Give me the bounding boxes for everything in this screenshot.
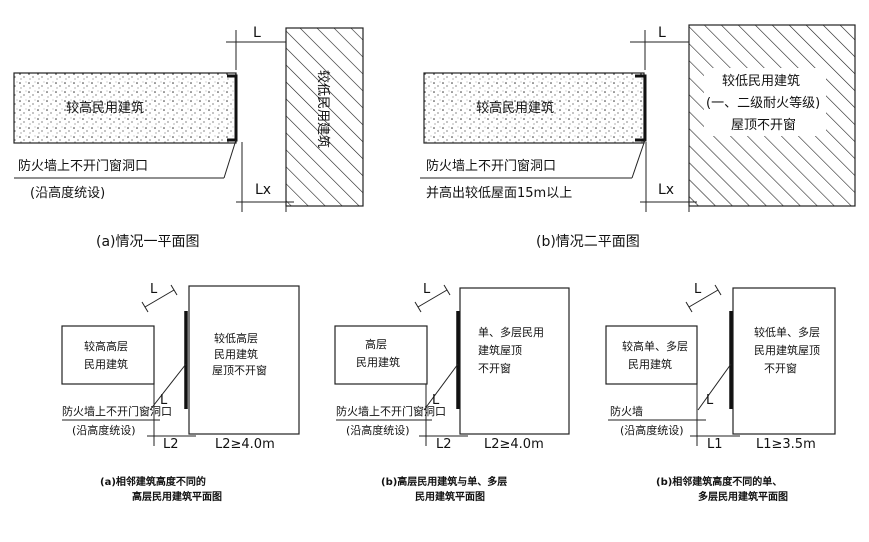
fire-wall <box>635 74 647 142</box>
label-L: L <box>658 25 666 41</box>
label-L-top: L <box>423 282 431 297</box>
building-low-label-2: (一、二级耐火等级) <box>706 95 820 111</box>
left-building-label-2: 民用建筑 <box>84 357 128 371</box>
label-Lx: Lx <box>255 182 271 198</box>
left-building <box>334 325 428 385</box>
caption-2: 高层民用建筑平面图 <box>132 490 222 503</box>
right-building-label-3: 不开窗 <box>764 361 797 375</box>
left-building <box>61 325 155 385</box>
right-building-label-2: 民用建筑 <box>214 347 258 361</box>
note-line-2: (沿高度统设) <box>72 423 136 437</box>
caption-2: 多层民用建筑平面图 <box>698 490 788 503</box>
label-L2: L2 <box>163 437 179 452</box>
note-line-2: (沿高度统设) <box>30 185 105 201</box>
right-building-label-2: 建筑屋顶 <box>478 343 522 357</box>
caption-1: (b)相邻建筑高度不同的单、 <box>656 475 782 488</box>
caption-1: (a)相邻建筑高度不同的 <box>100 475 206 488</box>
right-building <box>459 287 570 435</box>
right-building-label-1: 较低高层 <box>214 331 258 345</box>
label-L-lower: L <box>706 393 714 408</box>
panel-bottom-c: 较高单、多层 民用建筑 较低单、多层 民用建筑屋顶 不开窗 L L 防火墙 (沿… <box>605 282 836 503</box>
panel-bottom-b: 高层 民用建筑 单、多层民用 建筑屋顶 不开窗 L L 防火墙上不开门窗洞口 (… <box>334 282 570 503</box>
panel-bottom-a: 较高高层 民用建筑 较低高层 民用建筑 屋顶不开窗 L L 防火墙上不开门窗洞口… <box>61 282 300 503</box>
left-building-label-1: 较高单、多层 <box>622 339 688 353</box>
spec: L2≥4.0m <box>484 437 544 452</box>
right-building-label-1: 较低单、多层 <box>754 325 820 339</box>
right-building-label-3: 屋顶不开窗 <box>212 363 267 377</box>
left-building-label-1: 高层 <box>365 337 387 351</box>
label-L-lower: L <box>432 393 440 408</box>
left-building-label-1: 较高高层 <box>84 339 128 353</box>
building-high-block <box>13 72 237 144</box>
label-L2: L2 <box>436 437 452 452</box>
building-low-label-3: 屋顶不开窗 <box>731 117 796 133</box>
caption: (a)情况一平面图 <box>96 234 200 250</box>
building-low-label-1: 较低民用建筑 <box>722 73 800 89</box>
building-high-block <box>423 72 645 144</box>
building-high-label: 较高民用建筑 <box>476 100 554 116</box>
right-building-label-3: 不开窗 <box>478 361 511 375</box>
note-line-1: 防火墙上不开门窗洞口 <box>336 404 446 418</box>
label-L-top: L <box>150 282 158 297</box>
building-high-label: 较高民用建筑 <box>66 100 144 116</box>
note-line-2: (沿高度统设) <box>620 423 684 437</box>
right-building-label-1: 单、多层民用 <box>478 325 544 339</box>
note-line-1: 防火墙上不开门窗洞口 <box>426 158 556 174</box>
note-line-2: 并高出较低屋面15m以上 <box>426 185 572 201</box>
panel-top-b: 较高民用建筑 较低民用建筑 (一、二级耐火等级) 屋顶不开窗 L 防火墙上不开门… <box>420 24 856 250</box>
panel-top-a: 较高民用建筑 较低民用建筑 L 防火墙上不开门窗洞口 (沿高度统设) Lx (a… <box>13 25 364 250</box>
building-low-block <box>285 27 364 207</box>
label-L: L <box>253 25 261 41</box>
spec: L2≥4.0m <box>215 437 275 452</box>
label-L-top: L <box>694 282 702 297</box>
left-building-label-2: 民用建筑 <box>356 355 400 369</box>
label-L1: L1 <box>707 437 723 452</box>
left-building <box>605 325 698 385</box>
right-building <box>732 287 836 435</box>
left-building-label-2: 民用建筑 <box>628 357 672 371</box>
caption-1: (b)高层民用建筑与单、多层 <box>381 475 507 488</box>
fire-wall <box>227 74 238 142</box>
label-L-lower: L <box>160 393 168 408</box>
spec: L1≥3.5m <box>756 437 816 452</box>
caption: (b)情况二平面图 <box>536 234 640 250</box>
building-low-label: 较低民用建筑 <box>315 70 331 148</box>
note-line-1: 防火墙上不开门窗洞口 <box>62 404 172 418</box>
label-Lx: Lx <box>658 182 674 198</box>
note-line-1: 防火墙 <box>610 404 643 418</box>
note-line-2: (沿高度统设) <box>346 423 410 437</box>
note-line-1: 防火墙上不开门窗洞口 <box>18 158 148 174</box>
right-building <box>188 285 300 435</box>
caption-2: 民用建筑平面图 <box>415 490 485 503</box>
right-building-label-2: 民用建筑屋顶 <box>754 343 820 357</box>
